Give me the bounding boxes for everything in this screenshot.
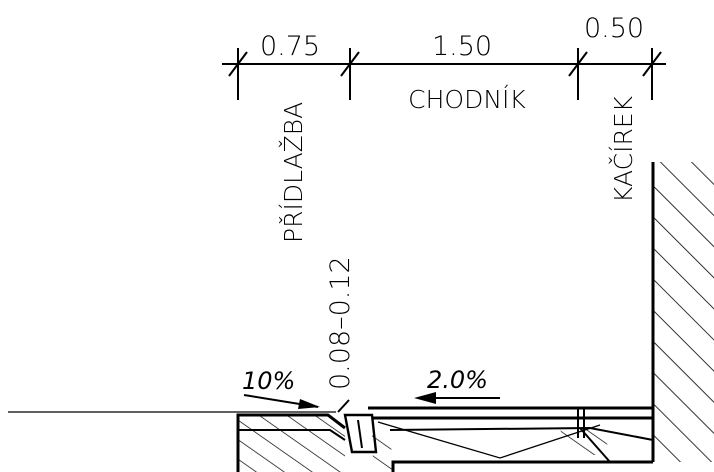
sidewalk-slope-arrow	[414, 392, 500, 404]
paving-width-value: 0.75	[260, 31, 320, 62]
paving-slope-arrow	[243, 394, 320, 409]
dimension-line	[222, 48, 666, 100]
gravel-label: KAČÍREK	[608, 95, 638, 203]
curb-height-value: 0.08–0.12	[325, 256, 356, 390]
sidewalk-slope-label: 2.0%	[427, 366, 488, 394]
sidewalk-width-value: 1.50	[432, 31, 492, 62]
sidewalk-label: CHODNÍK	[408, 85, 526, 114]
building-wall	[651, 162, 714, 462]
paving-label: PŘÍDLAŽBA	[279, 102, 308, 243]
paving-slope-label: 10%	[242, 367, 295, 395]
gravel-width-value: 0.50	[584, 13, 644, 44]
paving-section	[236, 413, 346, 472]
sidewalk-section	[368, 406, 654, 472]
